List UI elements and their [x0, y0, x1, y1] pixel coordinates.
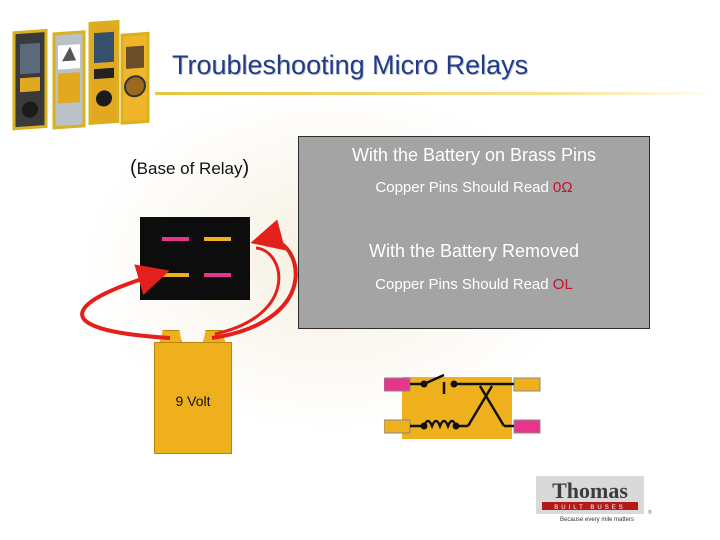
copper-pin-bottom-right: [204, 273, 231, 277]
relay-schematic: [384, 373, 541, 439]
base-of-relay-label: (Base of Relay): [130, 157, 250, 179]
page-title: Troubleshooting Micro Relays: [172, 50, 529, 80]
schematic-copper-pin-bottom: [513, 419, 541, 434]
logo-wordmark: Thomas: [552, 478, 628, 503]
battery-removed-reading: Copper Pins Should Read OL: [375, 276, 573, 293]
logo-subline: BUILT BUSES: [554, 505, 625, 511]
relay-base: [140, 217, 250, 300]
brass-pin-bottom-left: [162, 273, 189, 277]
readings-panel: With the Battery on Brass Pins Copper Pi…: [298, 136, 650, 329]
header-bus-photos: [12, 19, 150, 131]
schematic-brass-pin-bottom: [384, 419, 411, 434]
logo-tagline: Because every mile matters: [559, 517, 635, 523]
battery-on-heading: With the Battery on Brass Pins: [351, 145, 597, 165]
battery-9-volt: 9 Volt: [154, 342, 232, 454]
schematic-brass-pin-top: [513, 377, 541, 392]
schematic-copper-pin-top: [384, 377, 411, 392]
reading-value-0-ohm: 0Ω: [553, 179, 573, 196]
reading-value-ol: OL: [552, 276, 573, 293]
brass-pin-top-right: [204, 237, 231, 241]
battery-label: 9 Volt: [175, 393, 211, 409]
title-divider: [155, 92, 720, 95]
copper-pin-top-left: [162, 237, 189, 241]
battery-removed-heading: With the Battery Removed: [368, 241, 580, 261]
thomas-logo: Thomas BUILT BUSES ®: [536, 476, 652, 516]
battery-on-reading: Copper Pins Should Read 0Ω: [375, 179, 573, 196]
svg-text:®: ®: [648, 509, 652, 516]
